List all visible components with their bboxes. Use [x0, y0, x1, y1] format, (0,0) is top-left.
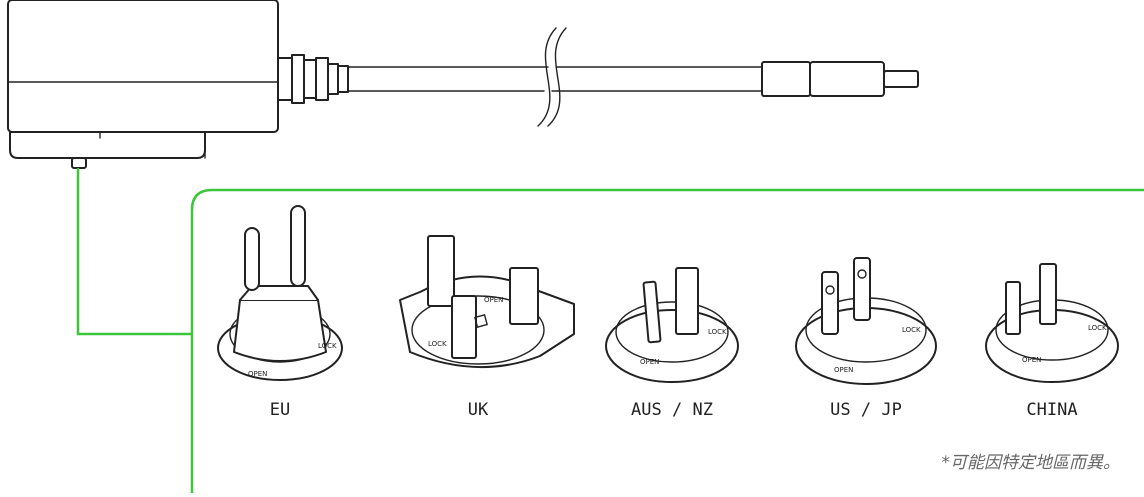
adapter-us-jp: OPEN LOCK	[795, 257, 937, 385]
usb-connector	[761, 61, 919, 97]
adapter-label-aus-nz: AUS / NZ	[631, 400, 713, 420]
callout-connector	[76, 168, 1144, 493]
ring-open-text: OPEN	[248, 370, 267, 378]
ring-lock-text: LOCK	[902, 326, 921, 334]
region-note: *可能因特定地區而異。	[941, 453, 1121, 473]
adapter-label-china: CHINA	[1026, 400, 1078, 420]
adapter-eu: OPEN LOCK	[217, 205, 343, 381]
ring-open-text: OPEN	[834, 366, 853, 374]
adapter-china: OPEN LOCK	[985, 263, 1119, 383]
power-brick	[7, 0, 279, 169]
adapter-uk: OPEN LOCK	[399, 235, 575, 368]
cable	[347, 27, 763, 127]
adapter-aus-nz: OPEN LOCK	[605, 267, 739, 383]
adapter-label-uk: UK	[467, 400, 489, 420]
strain-relief	[277, 54, 349, 104]
ring-lock-text: LOCK	[428, 340, 447, 348]
ring-open-text: OPEN	[640, 358, 659, 366]
ring-lock-text: LOCK	[318, 342, 337, 350]
ring-open-text: OPEN	[484, 296, 503, 304]
adapter-label-us-jp: US / JP	[830, 400, 902, 420]
adapter-label-eu: EU	[269, 400, 291, 420]
ring-open-text: OPEN	[1022, 356, 1041, 364]
ring-lock-text: LOCK	[1088, 324, 1107, 332]
ring-lock-text: LOCK	[708, 328, 727, 336]
